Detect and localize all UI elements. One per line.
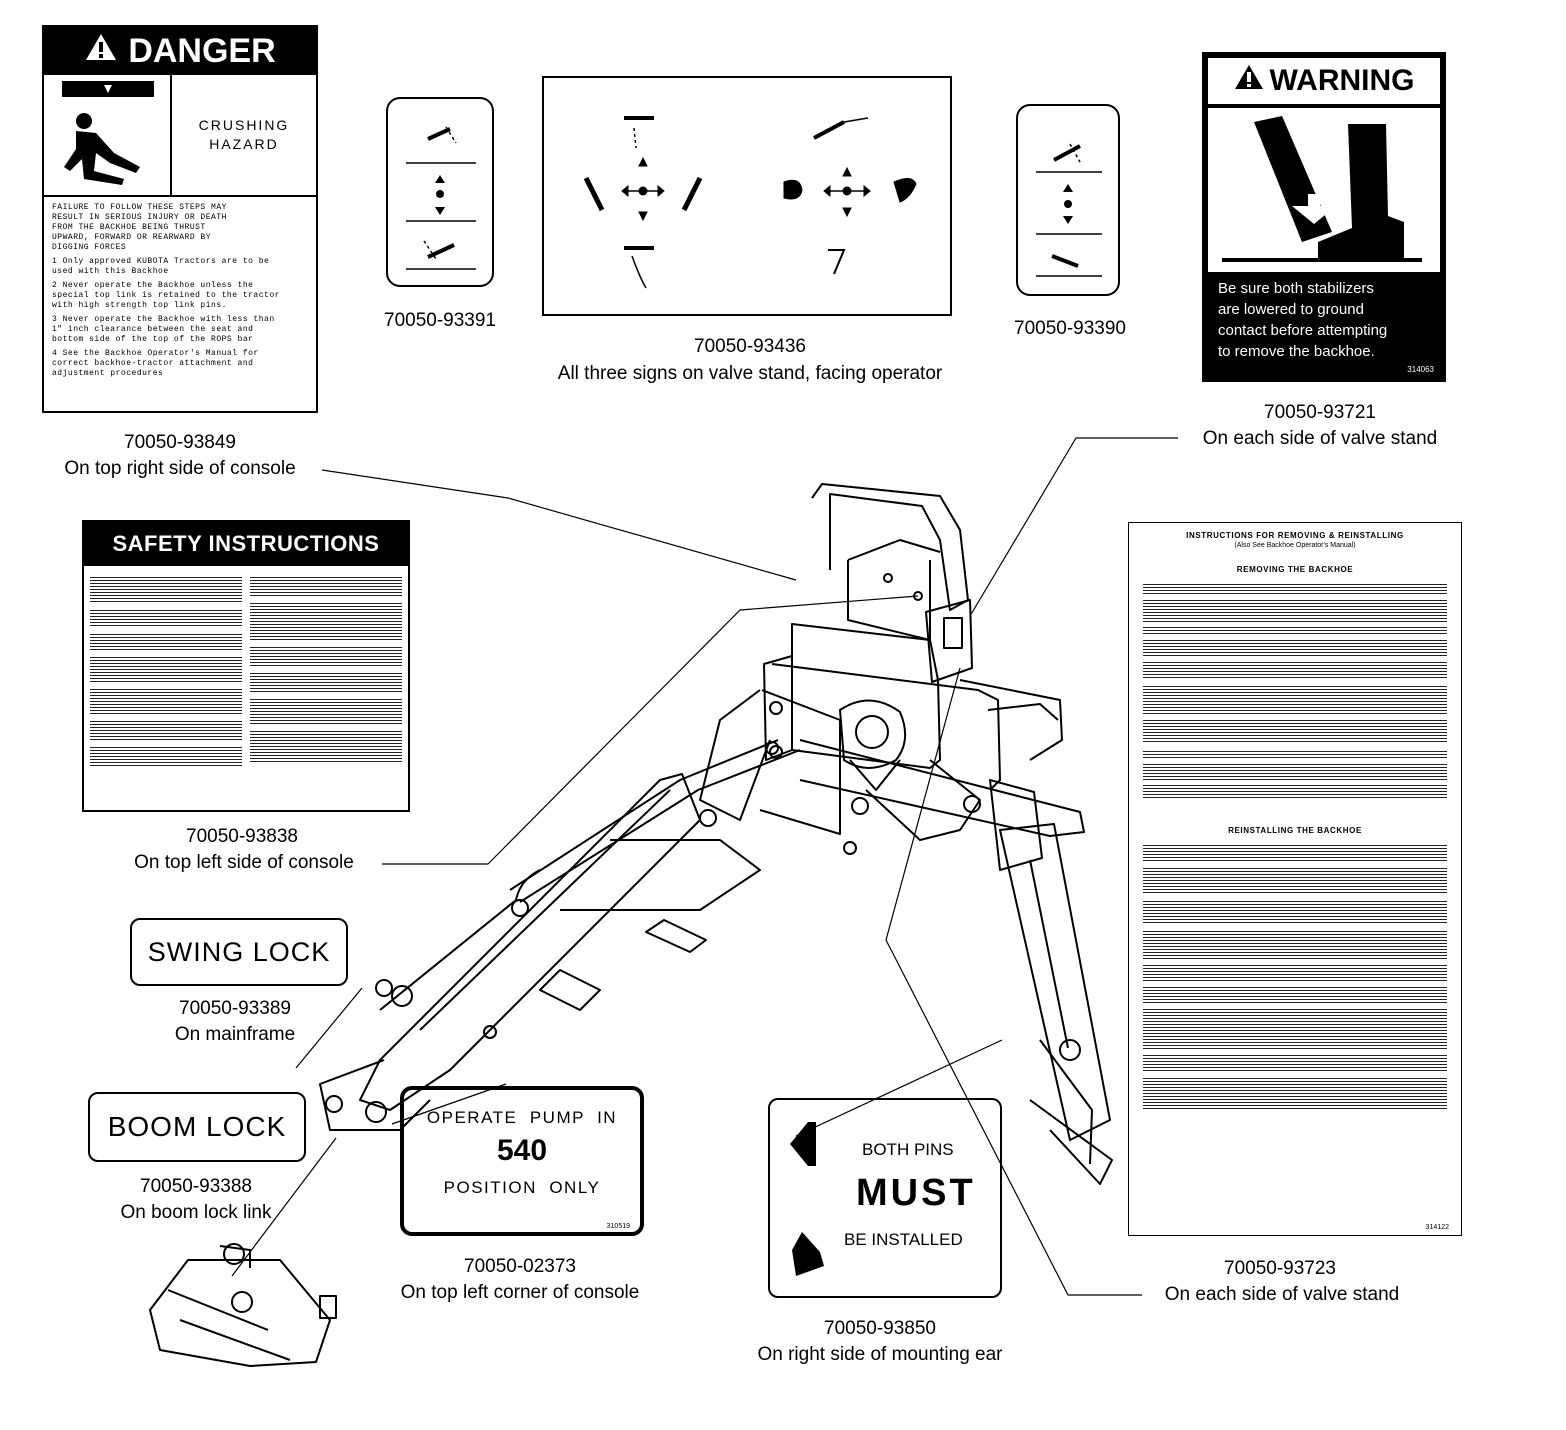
pump-code: 310519 [606, 1223, 630, 1230]
safety-col-right [250, 574, 402, 768]
lever-right-part-no: 70050-93390 [1014, 318, 1126, 339]
danger-line: FROM THE BACKHOE BEING THRUST [52, 223, 206, 232]
warning-line: are lowered to ground [1218, 301, 1364, 318]
lever-center-part-no: 70050-93436 [694, 336, 806, 357]
arrow-left-icon [790, 1122, 816, 1171]
four-way-lever-diagram-icon [583, 116, 917, 289]
pins-line-1: BOTH PINS [862, 1140, 954, 1159]
boom-lock-part-no: 70050-93388 [140, 1176, 252, 1197]
pump-line-2: 540 [496, 1134, 548, 1167]
warning-line: Be sure both stabilizers [1218, 280, 1374, 297]
pins-part-no: 70050-93850 [824, 1318, 936, 1339]
danger-line: FAILURE TO FOLLOW THESE STEPS MAY [52, 203, 227, 212]
pins-line-3: BE INSTALLED [844, 1230, 963, 1249]
warning-line: to remove the backhoe. [1218, 343, 1375, 360]
hazard-line-2: HAZARD [209, 136, 279, 152]
reinstalling-steps [1143, 845, 1447, 1109]
lever-decal-center [542, 76, 952, 316]
danger-body: FAILURE TO FOLLOW THESE STEPS MAY RESULT… [44, 197, 316, 379]
danger-line: 1 Only approved KUBOTA Tractors are to b… [52, 257, 270, 266]
pins-location: On right side of mounting ear [757, 1344, 1003, 1365]
warning-code: 314063 [1407, 365, 1434, 374]
danger-line: bottom side of the top of the ROPS bar [52, 335, 254, 344]
boom-lock-location: On boom lock link [120, 1202, 272, 1223]
danger-location: On top right side of console [64, 458, 296, 479]
pump-line-1: OPERATE PUMP IN [426, 1108, 618, 1127]
warning-part-no: 70050-93721 [1264, 402, 1376, 423]
safety-part-no: 70050-93838 [186, 826, 298, 847]
warning-decal: WARNING Be sure both stabilizers are low… [1202, 52, 1446, 382]
lever-left-part-no: 70050-93391 [384, 310, 496, 331]
instructions-decal: INSTRUCTIONS FOR REMOVING & REINSTALLING… [1128, 522, 1462, 1236]
boom-lock-label: BOOM LOCK [107, 1111, 287, 1142]
instructions-code: 314122 [1425, 1224, 1449, 1231]
warning-triangle-icon [1234, 64, 1264, 98]
pins-line-2: MUST [856, 1172, 976, 1214]
lever-decal-right [1016, 104, 1120, 296]
lever-diagram-icon [406, 126, 476, 270]
swing-lock-label: SWING LOCK [147, 936, 331, 967]
pump-location: On top left corner of console [400, 1282, 640, 1303]
warning-location: On each side of valve stand [1202, 428, 1438, 449]
instructions-title: INSTRUCTIONS FOR REMOVING & REINSTALLING [1186, 531, 1404, 540]
lever-center-location: All three signs on valve stand, facing o… [557, 363, 943, 384]
hazard-line-1: CRUSHING [198, 117, 290, 133]
danger-line: RESULT IN SERIOUS INJURY OR DEATH [52, 213, 227, 222]
warning-header: WARNING [1208, 58, 1440, 104]
warning-line: contact before attempting [1218, 322, 1388, 339]
danger-line: with high strength top link pins. [52, 301, 227, 310]
safety-col-left [90, 574, 242, 768]
safety-header: SAFETY INSTRUCTIONS [84, 522, 408, 566]
pump-part-no: 70050-02373 [464, 1256, 576, 1277]
pump-line-3: POSITION ONLY [443, 1178, 601, 1197]
instructions-part-no: 70050-93723 [1224, 1258, 1336, 1279]
danger-line: 4 See the Backhoe Operator's Manual for [52, 349, 259, 358]
removing-steps [1143, 582, 1447, 798]
swing-lock-part-no: 70050-93389 [179, 998, 291, 1019]
arrow-down-left-icon [792, 1232, 824, 1281]
danger-line: correct backhoe-tractor attachment and [52, 359, 254, 368]
safety-location: On top left side of console [134, 852, 354, 873]
pump-decal: OPERATE PUMP IN 540 POSITION ONLY 310519 [400, 1086, 644, 1236]
instructions-location: On each side of valve stand [1164, 1284, 1400, 1305]
danger-line: 2 Never operate the Backhoe unless the [52, 281, 254, 290]
danger-line: used with this Backhoe [52, 267, 169, 276]
danger-part-no: 70050-93849 [124, 432, 236, 453]
instructions-section-1: REMOVING THE BACKHOE [1236, 565, 1354, 574]
lever-decal-left [386, 97, 494, 287]
instructions-subtitle: (Also See Backhoe Operator's Manual) [1234, 542, 1356, 549]
warning-triangle-icon [84, 32, 118, 71]
boom-lock-decal: BOOM LOCK [88, 1092, 306, 1162]
danger-line: 3 Never operate the Backhoe with less th… [52, 315, 275, 324]
danger-line: adjustment procedures [52, 369, 164, 378]
foot-crush-pictogram-icon [1208, 108, 1440, 272]
instructions-section-2: REINSTALLING THE BACKHOE [1228, 826, 1362, 835]
danger-decal: DANGER CRUSHING HAZARD FAILURE TO FOLLOW… [42, 25, 318, 413]
danger-line: DIGGING FORCES [52, 243, 127, 252]
danger-line: 1" inch clearance between the seat and [52, 325, 254, 334]
swing-lock-location: On mainframe [174, 1024, 296, 1045]
lever-diagram-icon [1036, 143, 1102, 277]
danger-header: DANGER [44, 27, 316, 75]
swing-lock-decal: SWING LOCK [130, 918, 348, 986]
safety-decal: SAFETY INSTRUCTIONS [82, 520, 410, 812]
danger-line: special top link is retained to the trac… [52, 291, 280, 300]
danger-line: UPWARD, FORWARD OR REARWARD BY [52, 233, 212, 242]
crushing-pictogram-icon [44, 75, 172, 195]
